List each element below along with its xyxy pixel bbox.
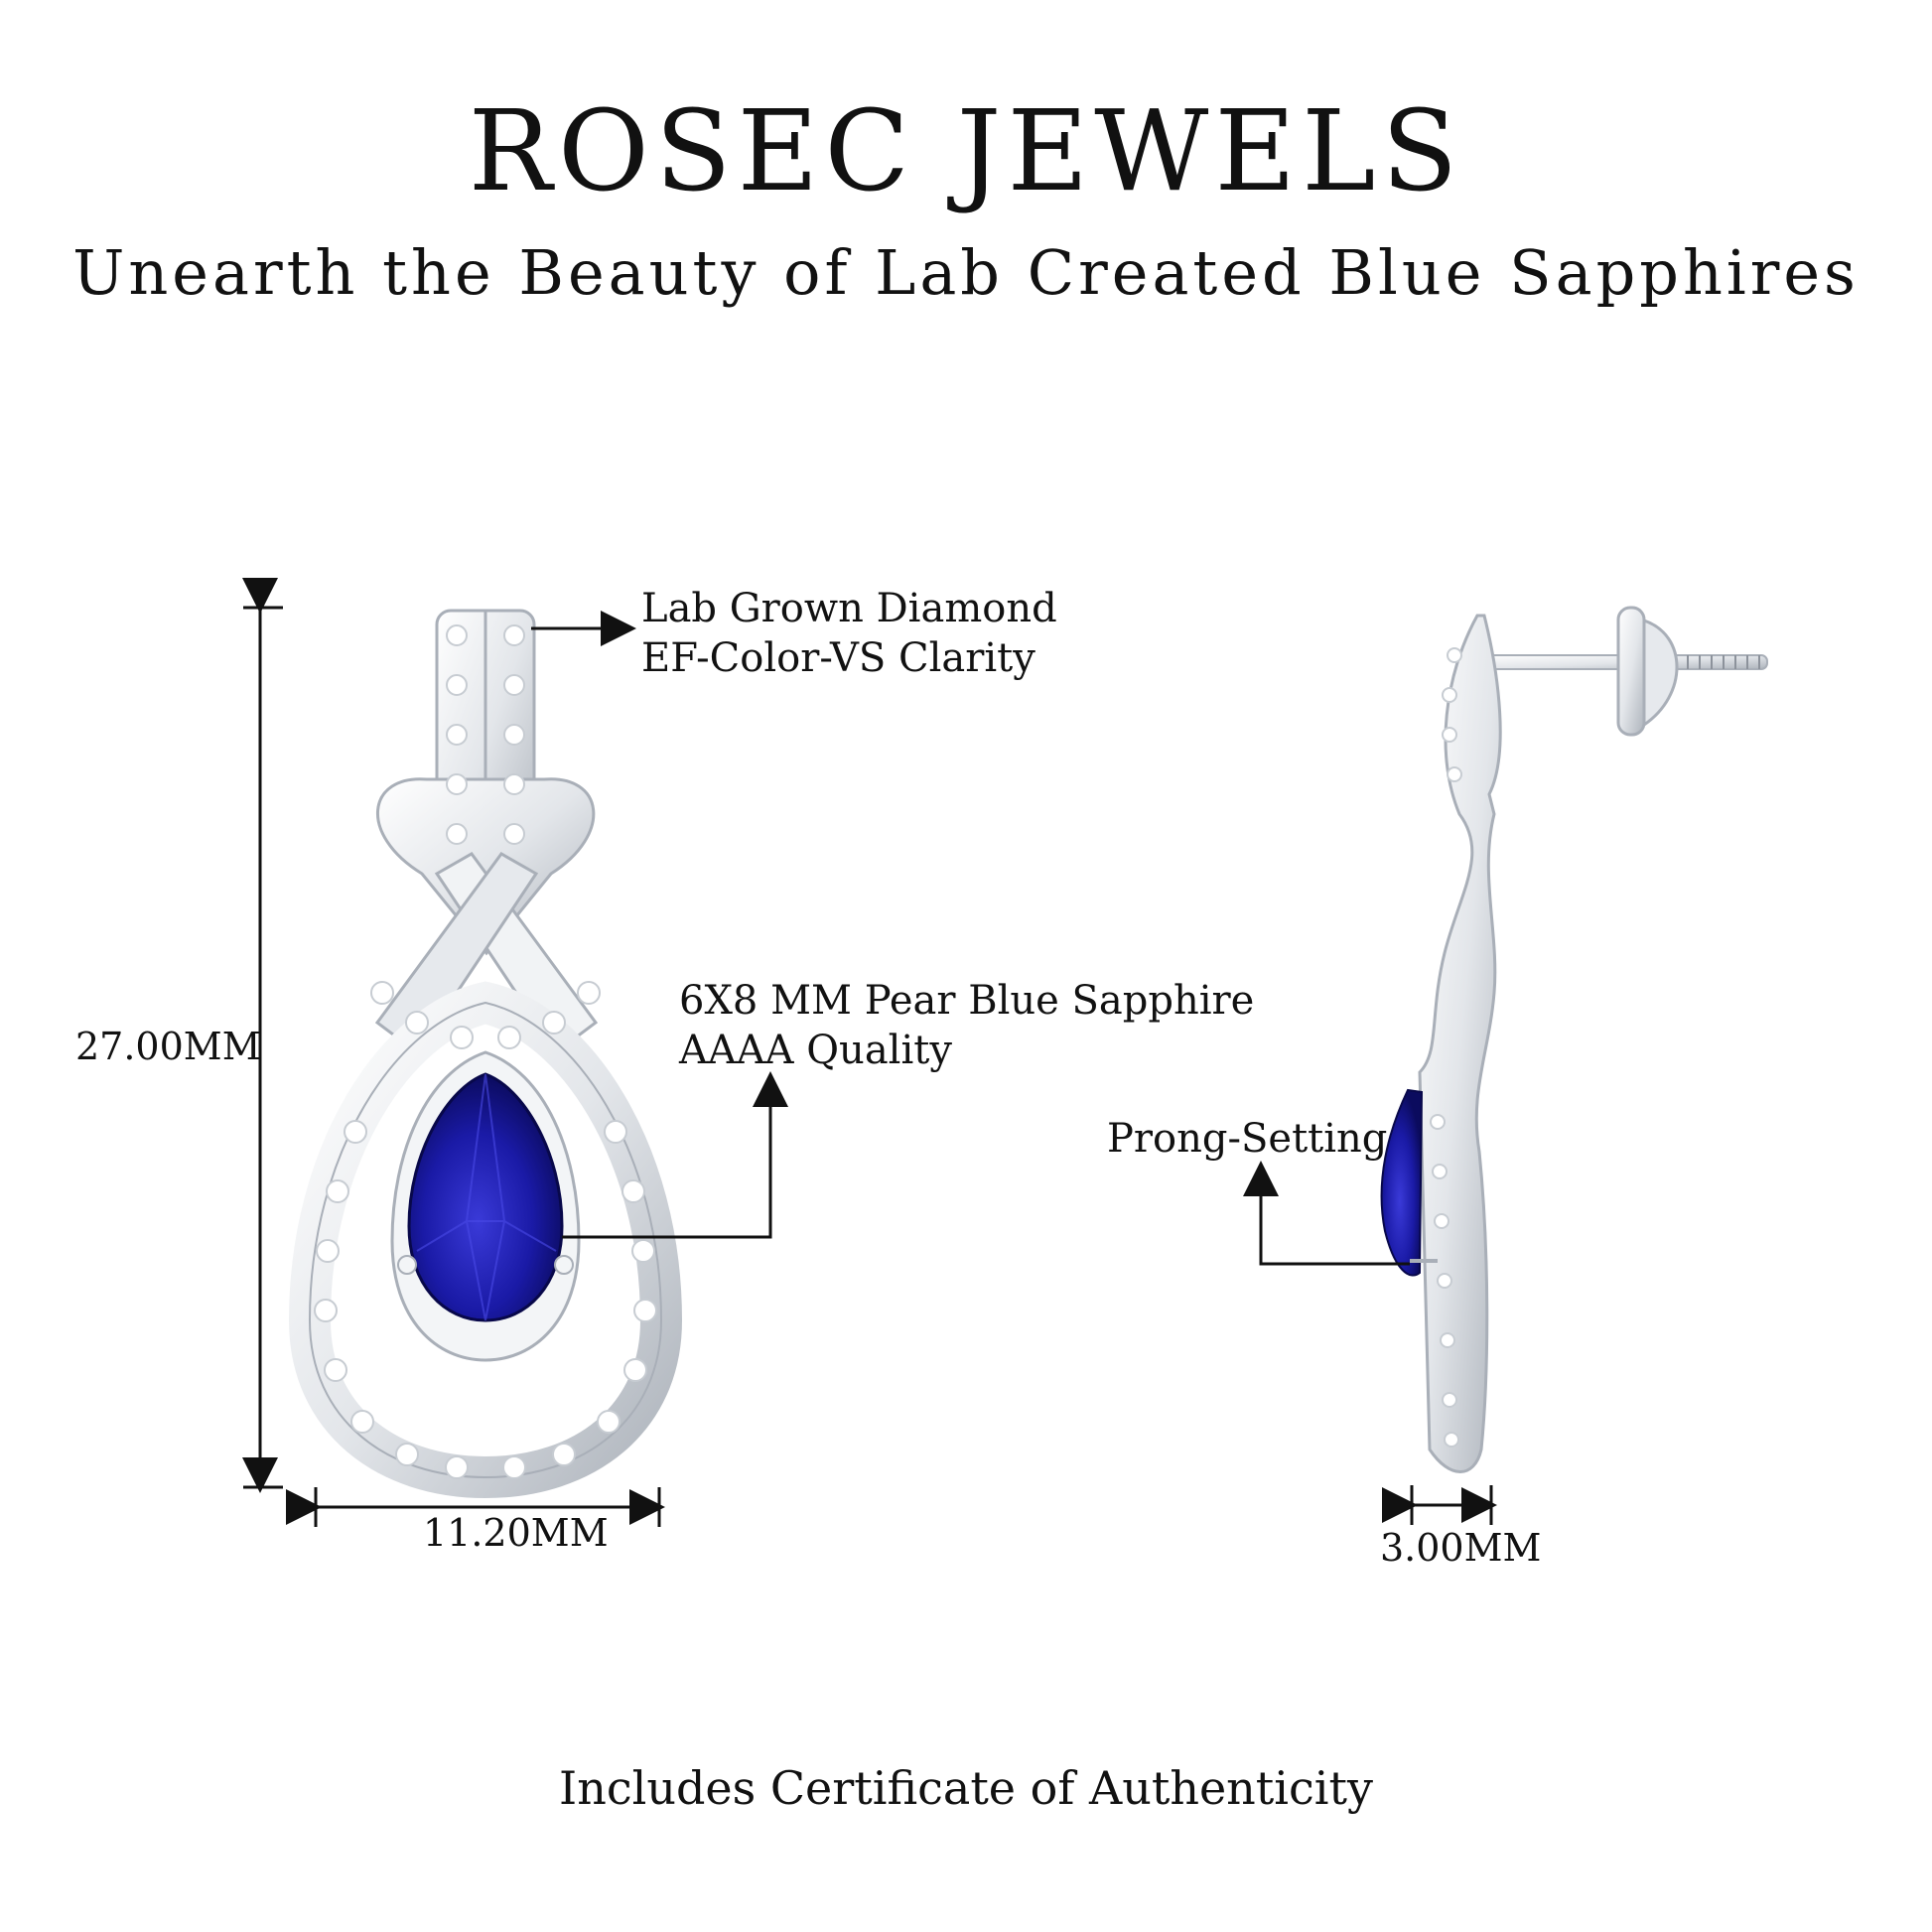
side-sapphire bbox=[1380, 1088, 1424, 1277]
thread-marks bbox=[1687, 655, 1760, 669]
diamond-callout-line1: Lab Grown Diamond bbox=[641, 586, 1057, 631]
sapphire-callout: 6X8 MM Pear Blue Sapphire AAAA Quality bbox=[679, 976, 1254, 1075]
dimension-lines bbox=[242, 578, 1497, 1527]
knot-loop bbox=[375, 777, 596, 956]
side-diamonds bbox=[1430, 647, 1462, 1448]
tagline: Unearth the Beauty of Lab Created Blue S… bbox=[72, 236, 1860, 309]
side-view-earring bbox=[1380, 606, 1768, 1473]
halo-diamonds bbox=[314, 624, 657, 1479]
depth-dimension-label: 3.00MM bbox=[1380, 1526, 1542, 1570]
sapphire-callout-line2: AAAA Quality bbox=[679, 1028, 952, 1073]
sapphire-callout-line1: 6X8 MM Pear Blue Sapphire bbox=[679, 978, 1255, 1024]
diamond-callout-line2: EF-Color-VS Clarity bbox=[641, 635, 1035, 681]
side-profile bbox=[1418, 614, 1502, 1473]
diamond-callout: Lab Grown Diamond EF-Color-VS Clarity bbox=[641, 584, 1057, 683]
butterfly-back bbox=[1616, 606, 1646, 737]
certificate-note: Includes Certificate of Authenticity bbox=[559, 1761, 1373, 1815]
prong-setting-callout: Prong-Setting bbox=[1107, 1116, 1388, 1162]
brand-title: ROSEC JEWELS bbox=[468, 87, 1464, 216]
height-dimension-label: 27.00MM bbox=[75, 1025, 261, 1068]
front-view-earring bbox=[288, 609, 683, 1499]
width-dimension-label: 11.20MM bbox=[423, 1511, 609, 1555]
